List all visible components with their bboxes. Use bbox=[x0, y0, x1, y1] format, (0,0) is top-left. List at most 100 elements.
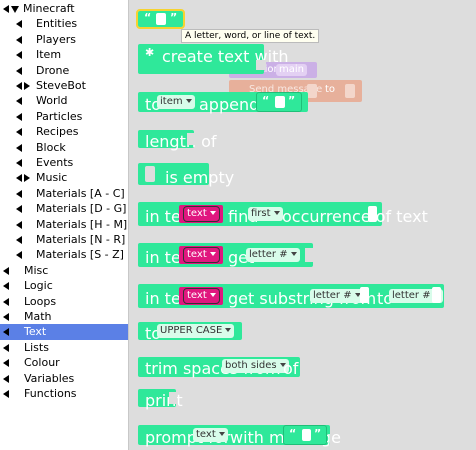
text-field[interactable] bbox=[275, 96, 285, 108]
upper-case-dropdown[interactable]: UPPER CASE bbox=[157, 324, 235, 338]
sidebar-item-label: Loops bbox=[24, 294, 57, 308]
sidebar-item-label: World bbox=[36, 94, 68, 108]
caret-right-icon[interactable] bbox=[24, 82, 30, 90]
ghost-slot bbox=[307, 84, 317, 98]
chevron-down-icon bbox=[209, 252, 216, 256]
substring-variable-dropdown[interactable]: text bbox=[183, 288, 220, 304]
caret-left-icon[interactable] bbox=[16, 189, 22, 198]
sidebar-item-label: Minecraft bbox=[23, 2, 75, 15]
sidebar-item-label: Math bbox=[24, 310, 52, 323]
sidebar-item-stevebot[interactable]: SteveBot bbox=[0, 78, 128, 94]
caret-left-icon[interactable] bbox=[16, 66, 22, 75]
sidebar-item-label: Misc bbox=[24, 263, 49, 277]
sidebar-item-label: Events bbox=[36, 156, 74, 169]
caret-down-icon[interactable] bbox=[11, 6, 19, 13]
open-quote: “ bbox=[289, 427, 297, 440]
sidebar-item-entities[interactable]: Entities bbox=[0, 16, 128, 32]
prompt-block[interactable] bbox=[138, 425, 330, 445]
sidebar-item-drone[interactable]: Drone bbox=[0, 63, 128, 79]
sidebar-item-materials-a-c[interactable]: Materials [A - C] bbox=[0, 186, 128, 202]
prompt-type-value: text bbox=[196, 429, 216, 440]
sidebar-item-materials-n-r[interactable]: Materials [N - R] bbox=[0, 232, 128, 248]
caret-left-icon[interactable] bbox=[3, 390, 9, 398]
sidebar-item-label: Entities bbox=[36, 17, 78, 31]
caret-left-icon[interactable] bbox=[3, 359, 9, 368]
append-variable-dropdown[interactable]: item bbox=[157, 95, 195, 109]
text-field[interactable] bbox=[156, 13, 166, 25]
sidebar-item-materials-h-m[interactable]: Materials [H - M] bbox=[0, 217, 128, 233]
caret-left-icon[interactable] bbox=[3, 297, 9, 306]
sidebar-item-math[interactable]: Math bbox=[0, 309, 128, 325]
gear-icon[interactable]: ✱ bbox=[145, 46, 155, 59]
caret-left-icon[interactable] bbox=[3, 282, 9, 291]
sidebar-item-players[interactable]: Players bbox=[0, 32, 128, 48]
sidebar-item-label: Music bbox=[36, 171, 68, 185]
caret-left-icon[interactable] bbox=[16, 174, 22, 183]
sidebar-item-label: Materials [A - C] bbox=[36, 186, 125, 200]
caret-left-icon[interactable] bbox=[16, 159, 22, 167]
caret-left-icon[interactable] bbox=[3, 5, 9, 13]
caret-left-icon[interactable] bbox=[16, 236, 22, 244]
sidebar-item-label: Variables bbox=[24, 371, 75, 385]
create-text-block[interactable] bbox=[138, 44, 264, 74]
caret-left-icon[interactable] bbox=[3, 343, 9, 352]
get-variable-value: text bbox=[187, 249, 207, 260]
sidebar-item-label: Colour bbox=[24, 356, 60, 370]
get-variable-dropdown[interactable]: text bbox=[183, 247, 220, 263]
caret-left-icon[interactable] bbox=[16, 97, 22, 106]
caret-left-icon[interactable] bbox=[16, 251, 22, 260]
sidebar-item-functions[interactable]: Functions bbox=[0, 386, 128, 402]
create-text-label: create text with bbox=[162, 47, 289, 66]
sidebar-item-misc[interactable]: Misc bbox=[0, 263, 128, 279]
chevron-down-icon bbox=[209, 293, 216, 297]
substring-from-dropdown[interactable]: letter # bbox=[310, 289, 364, 303]
sidebar-item-recipes[interactable]: Recipes bbox=[0, 124, 128, 140]
sidebar-item-item[interactable]: Item bbox=[0, 47, 128, 63]
sidebar-item-colour[interactable]: Colour bbox=[0, 355, 128, 371]
length-of-block[interactable] bbox=[138, 130, 194, 148]
caret-left-icon[interactable] bbox=[16, 143, 22, 152]
is-empty-block[interactable] bbox=[138, 163, 209, 185]
caret-left-icon[interactable] bbox=[16, 82, 22, 90]
chevron-down-icon bbox=[290, 252, 297, 256]
caret-left-icon[interactable] bbox=[16, 112, 22, 121]
caret-left-icon[interactable] bbox=[3, 328, 9, 337]
sidebar-item-materials-d-g[interactable]: Materials [D - G] bbox=[0, 201, 128, 217]
caret-left-icon[interactable] bbox=[3, 313, 9, 321]
caret-left-icon[interactable] bbox=[16, 205, 22, 214]
sidebar-item-logic[interactable]: Logic bbox=[0, 278, 128, 294]
find-variable-dropdown[interactable]: text bbox=[183, 206, 220, 222]
sidebar-item-materials-s-z[interactable]: Materials [S - Z] bbox=[0, 247, 128, 263]
sidebar-item-label: SteveBot bbox=[36, 79, 86, 92]
text-field[interactable] bbox=[302, 429, 311, 441]
create-text-socket bbox=[256, 60, 266, 70]
sidebar-item-label: Materials [H - M] bbox=[36, 217, 128, 231]
sidebar-item-particles[interactable]: Particles bbox=[0, 109, 128, 125]
close-quote: ” bbox=[314, 427, 322, 440]
caret-left-icon[interactable] bbox=[16, 20, 22, 29]
caret-left-icon[interactable] bbox=[16, 51, 22, 60]
sidebar-item-text[interactable]: Text bbox=[0, 324, 128, 341]
sidebar-item-lists[interactable]: Lists bbox=[0, 340, 128, 356]
caret-left-icon[interactable] bbox=[3, 266, 9, 275]
caret-right-icon[interactable] bbox=[24, 174, 30, 183]
get-which-dropdown[interactable]: letter # bbox=[246, 248, 300, 262]
print-block[interactable] bbox=[138, 389, 176, 407]
prompt-type-dropdown[interactable]: text bbox=[193, 428, 228, 442]
sidebar-item-variables[interactable]: Variables bbox=[0, 371, 128, 387]
close-quote: ” bbox=[288, 94, 296, 107]
sidebar-item-minecraft[interactable]: Minecraft bbox=[0, 1, 128, 17]
trim-sides-dropdown[interactable]: both sides bbox=[222, 359, 289, 373]
caret-left-icon[interactable] bbox=[16, 128, 22, 137]
ghost-to-label: to bbox=[325, 84, 336, 95]
sidebar-item-music[interactable]: Music bbox=[0, 170, 128, 186]
substring-from-value: letter # bbox=[313, 290, 352, 301]
caret-left-icon[interactable] bbox=[16, 220, 22, 229]
sidebar-item-events[interactable]: Events bbox=[0, 155, 128, 171]
find-occurrence-dropdown[interactable]: first bbox=[248, 207, 283, 221]
sidebar-item-block[interactable]: Block bbox=[0, 140, 128, 156]
caret-left-icon[interactable] bbox=[3, 374, 9, 383]
sidebar-item-loops[interactable]: Loops bbox=[0, 294, 128, 310]
caret-left-icon[interactable] bbox=[16, 35, 22, 44]
sidebar-item-world[interactable]: World bbox=[0, 93, 128, 109]
